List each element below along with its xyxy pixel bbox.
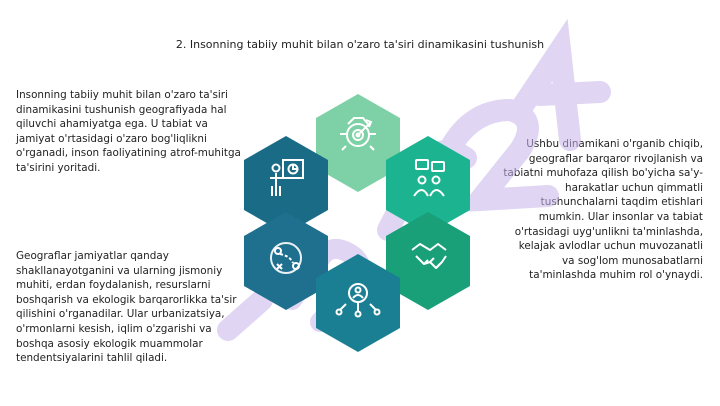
paragraph-left-top: Insonning tabiiy muhit bilan o'zaro ta's… [16, 89, 241, 174]
hexagon-bottom [316, 254, 400, 352]
hexagon-top [316, 94, 400, 192]
hexagon-left-upper [244, 136, 328, 234]
hexagon-left-lower [244, 212, 328, 310]
network-person-icon [335, 283, 381, 318]
paragraph-left-bottom: Geograflar jamiyatlar qanday shakllanayo… [16, 250, 237, 365]
target-gear-icon [340, 117, 376, 151]
presentation-icon [270, 159, 304, 196]
hexagon-right-upper [386, 136, 470, 234]
route-map-icon [270, 242, 302, 274]
meeting-icon [413, 159, 445, 197]
handshake-icon [411, 243, 447, 269]
page-title: 2. Insonning tabiiy muhit bilan o'zaro t… [175, 38, 545, 51]
hexagon-right-lower [386, 212, 470, 310]
